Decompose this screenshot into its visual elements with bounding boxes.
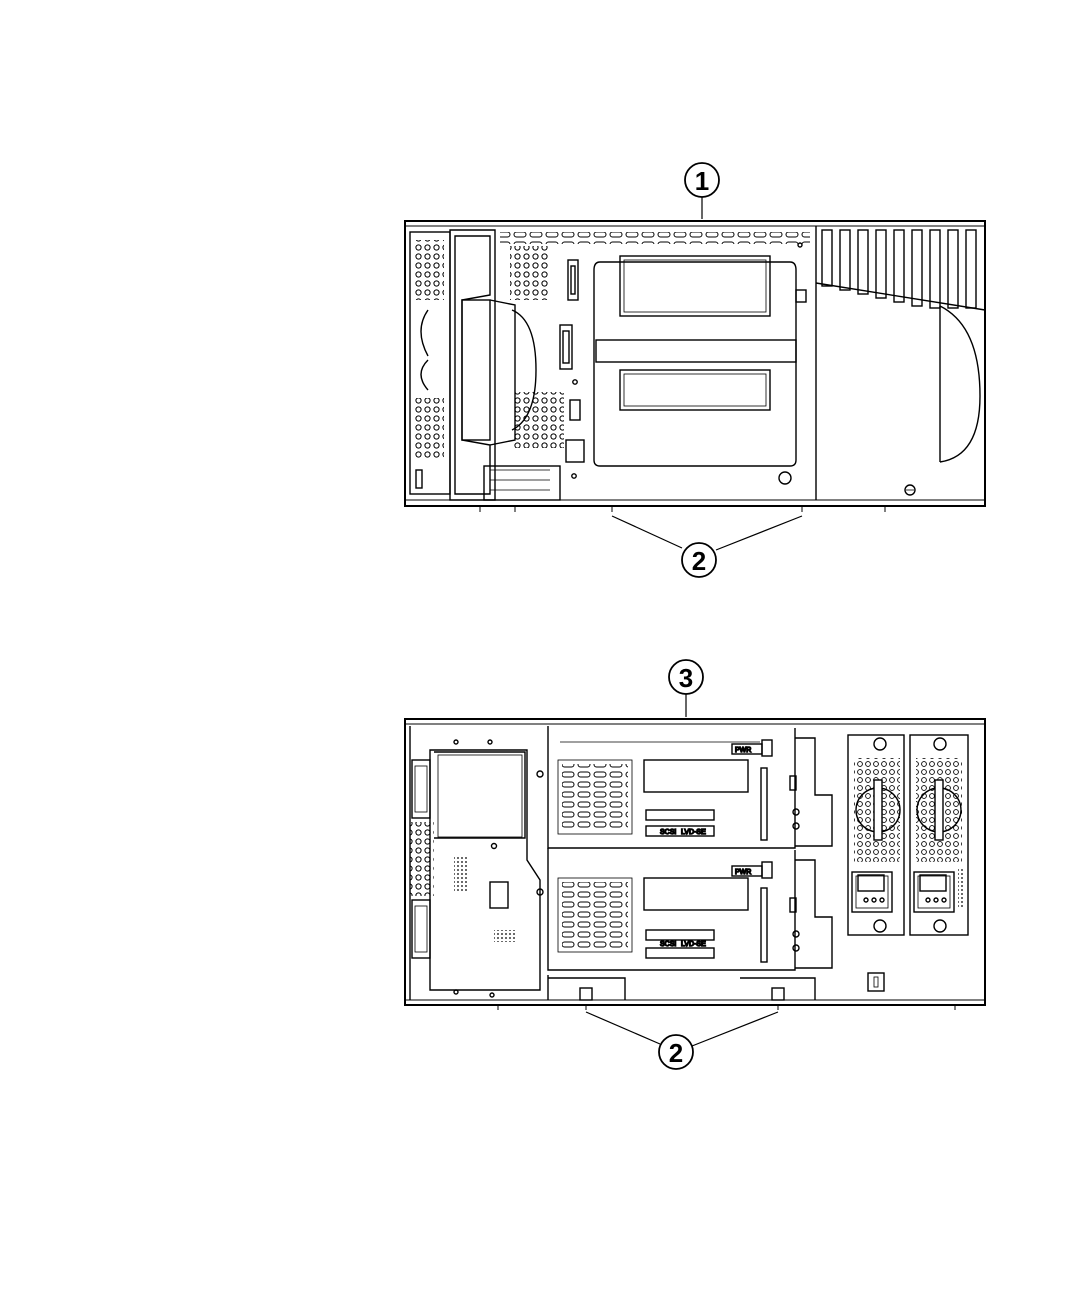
front-chassis-outline [405,221,985,506]
callout-3: 3 [669,660,703,717]
power-supply-1 [848,735,904,935]
drive-2-lvd-label: LVD-SE [681,941,706,948]
tape-drive-2: SCSI LVD-SE PWR [548,848,832,970]
tape-drive-1: SCSI LVD-SE PWR [548,726,832,848]
callout-2-bottom: 2 [586,1012,778,1069]
callout-2-top-number: 2 [692,546,706,576]
drive-bay-cover [594,243,806,484]
rear-base-plate [548,973,884,1000]
drive-1-port-label: PWR [735,747,751,754]
right-access-panel [816,226,985,500]
power-supply-2 [910,735,968,935]
drive-2-scsi-label: SCSI [660,941,676,948]
rear-view-module: SCSI LVD-SE PWR SCSI LVD-SE PWR [405,719,985,1010]
top-vent-holes [500,232,810,244]
library-control-blade [410,726,543,1000]
drive-2-port-label: PWR [735,869,751,876]
callout-3-number: 3 [679,663,693,693]
callout-1: 1 [685,163,719,219]
drive-1-lvd-label: LVD-SE [681,829,706,836]
callout-1-number: 1 [695,166,709,196]
callout-2-bottom-number: 2 [669,1038,683,1068]
front-view-module [405,221,985,512]
callout-2-top: 2 [612,516,802,577]
left-vent-panel [410,232,450,494]
drive-1-scsi-label: SCSI [660,829,676,836]
